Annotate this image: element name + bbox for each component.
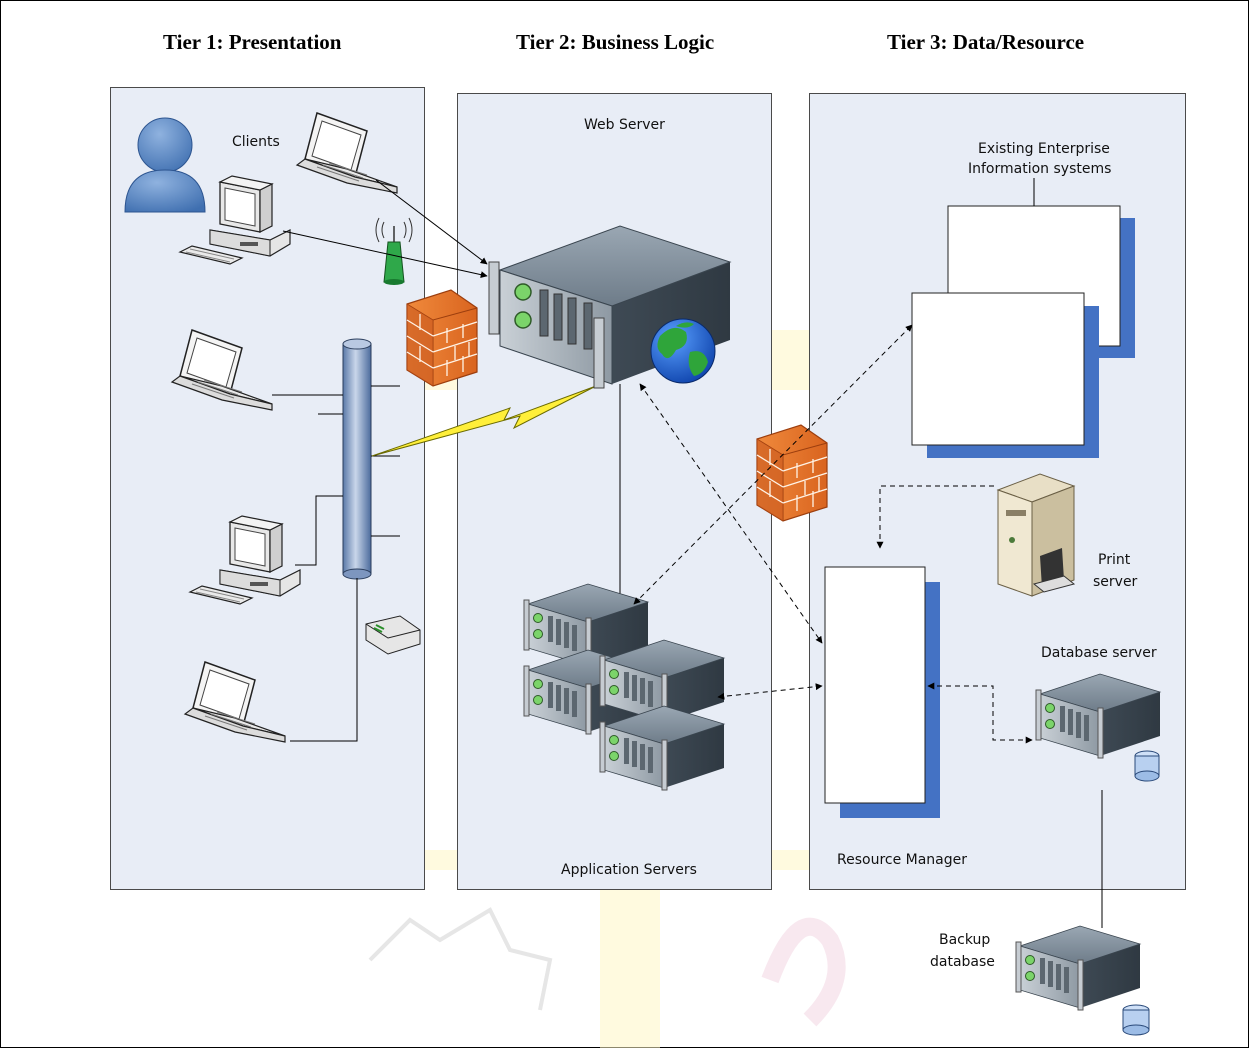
tier2-title: Tier 2: Business Logic: [516, 30, 715, 54]
print-server-label-line1: Print: [1098, 552, 1131, 568]
desktop-icon: [189, 515, 301, 605]
firewall-icon: [756, 424, 828, 522]
globe-icon: [650, 318, 716, 384]
backup-database-icon: [1015, 925, 1150, 1036]
tier1-title: Tier 1: Presentation: [163, 30, 342, 54]
resource-manager-icon: [824, 566, 940, 818]
backup-label-line2: database: [930, 954, 995, 970]
backup-label-line1: Backup: [939, 932, 991, 948]
laptop-icon: [296, 112, 398, 194]
application-servers-label: Application Servers: [561, 862, 697, 878]
resource-manager-label: Resource Manager: [837, 852, 968, 868]
eis-label-line1: Existing Enterprise: [978, 141, 1110, 157]
web-server-label: Web Server: [584, 117, 665, 133]
user-icon: [124, 117, 206, 213]
firewall-icon: [406, 289, 478, 387]
laptop-icon: [184, 661, 286, 743]
enterprise-systems-icon: [911, 178, 1135, 458]
laptop-icon: [171, 329, 273, 411]
print-server-label-line2: server: [1093, 574, 1138, 590]
tier3-title: Tier 3: Data/Resource: [887, 30, 1085, 54]
network-backbone-icon: [342, 338, 372, 580]
database-server-icon: [1035, 673, 1161, 782]
print-server-icon: [996, 473, 1076, 597]
clients-label: Clients: [232, 134, 280, 150]
lightning-link-icon: [371, 385, 597, 457]
modem-icon: [365, 615, 421, 655]
wireless-ap-icon: [375, 217, 413, 285]
database-server-label: Database server: [1041, 645, 1157, 661]
eis-label-line2: Information systems: [968, 161, 1112, 177]
